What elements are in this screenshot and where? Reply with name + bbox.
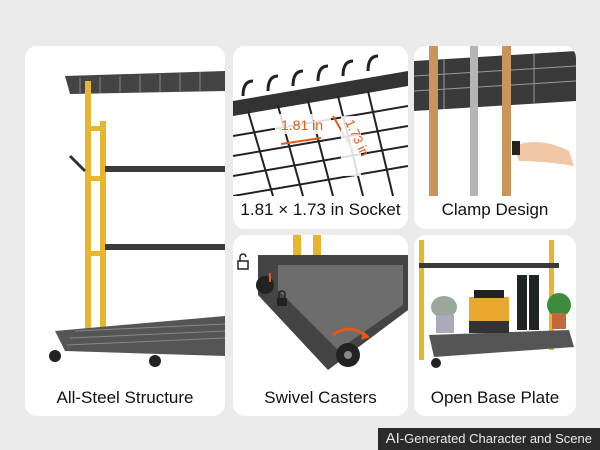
clamp-illustration: [414, 46, 576, 196]
rotate-arrow-icon: [332, 327, 366, 337]
caster-wheel-left: [256, 276, 274, 294]
panel-structure: All-Steel Structure: [25, 46, 225, 416]
panel-base: Open Base Plate: [414, 235, 576, 416]
caster-illustration: [237, 235, 408, 370]
caption-structure: All-Steel Structure: [56, 388, 194, 407]
rack-illustration: [49, 71, 225, 367]
caption-socket: 1.81 × 1.73 in Socket: [240, 200, 401, 219]
unlock-icon: [237, 253, 249, 270]
dimension-label-a: 1.81 in: [281, 117, 323, 133]
ai-notice-text: -Generated Character and Scene: [399, 431, 592, 446]
panel-clamp: Clamp Design: [414, 46, 576, 229]
base-illustration: [419, 240, 574, 368]
socket-illustration: 1.81 in 1.73 in: [233, 54, 408, 196]
caption-casters: Swivel Casters: [264, 388, 377, 407]
panel-casters: Swivel Casters: [233, 235, 408, 416]
caption-base: Open Base Plate: [430, 388, 560, 407]
caption-clamp: Clamp Design: [441, 200, 549, 219]
panel-socket: 1.81 in 1.73 in 1.81 × 1.73 in Socket: [233, 46, 408, 229]
ai-prefix: AI: [385, 430, 400, 447]
lock-icon: [277, 290, 287, 306]
ai-generated-notice: AI-Generated Character and Scene: [377, 428, 600, 450]
